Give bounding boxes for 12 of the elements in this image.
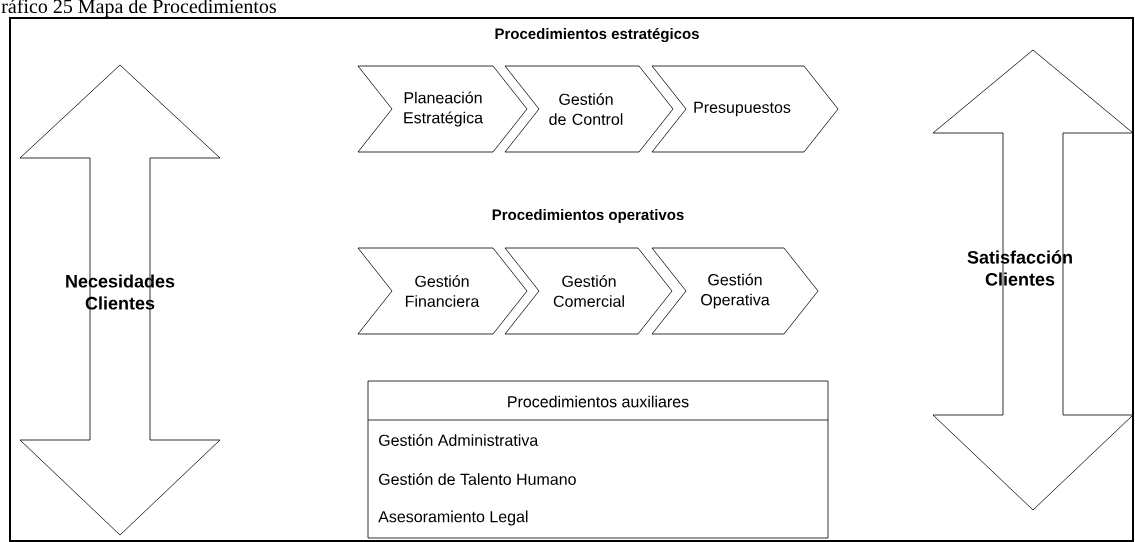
list-item: Asesoramiento Legal — [378, 510, 528, 526]
section-heading: Procedimientos operativos — [492, 209, 684, 223]
process-step: Gestión de Control — [504, 65, 674, 153]
process-step: Gestión Operativa — [651, 247, 819, 335]
process-step: Gestión Financiera — [357, 247, 528, 335]
node-label: Satisfacción Clientes — [967, 250, 1072, 286]
process-step: Presupuestos — [651, 65, 839, 153]
process-step: Gestión Comercial — [504, 247, 673, 335]
process-step: Planeación Estratégica — [357, 65, 528, 153]
section-heading: Procedimientos estratégicos — [495, 27, 699, 43]
list-item: Gestión Administrativa — [379, 434, 539, 446]
list-item: Gestión de Talento Humano — [379, 473, 576, 485]
